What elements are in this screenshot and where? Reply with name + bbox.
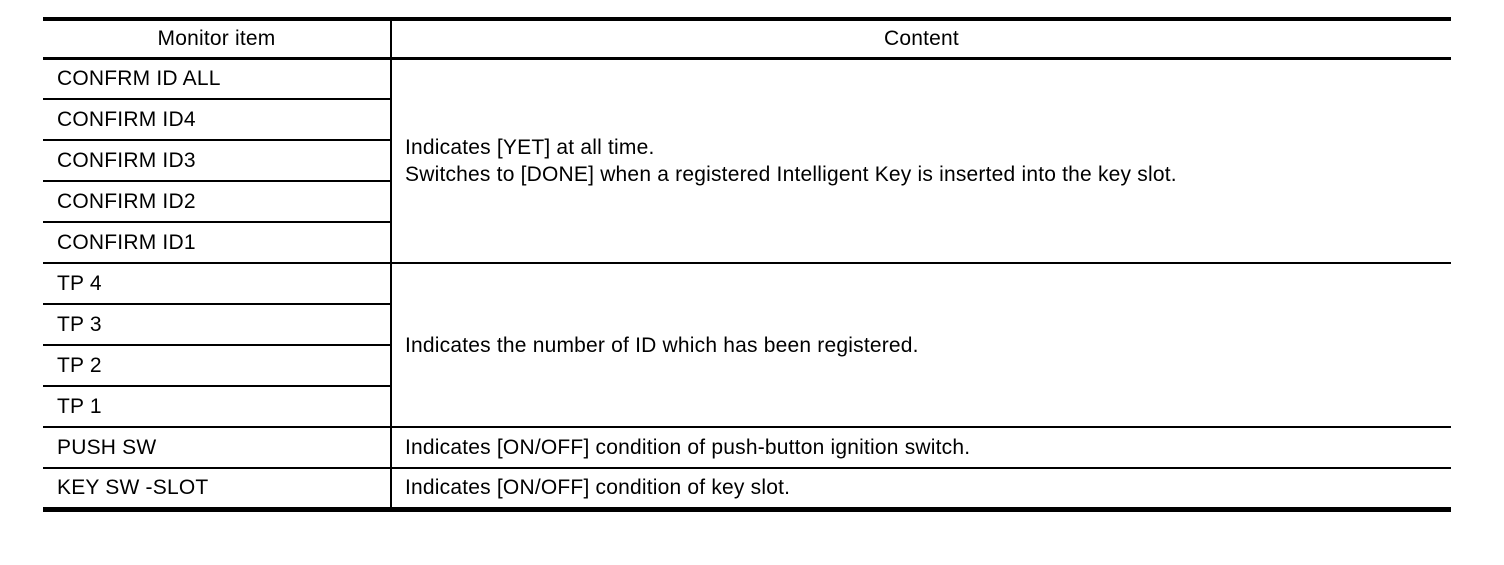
monitor-item-tp1: TP 1	[43, 386, 392, 428]
column-header-monitor-item: Monitor item	[43, 19, 392, 60]
monitor-item-key-sw-slot: KEY SW -SLOT	[43, 468, 392, 510]
content-line: Indicates [ON/OFF] condition of push-but…	[405, 436, 971, 459]
content-cell-key-sw-slot: Indicates [ON/OFF] condition of key slot…	[391, 468, 1451, 510]
header-row: Monitor item Content	[43, 19, 1451, 60]
monitor-item-tp2: TP 2	[43, 345, 392, 387]
table-row: CONFIRM ID4	[43, 99, 1451, 141]
monitor-item-tp4: TP 4	[43, 263, 392, 305]
table-row: TP 2	[43, 345, 1451, 387]
monitor-item-confrm-id-all: CONFRM ID ALL	[43, 58, 392, 100]
table-row: TP 4 Indicates the number of ID which ha…	[43, 263, 1451, 428]
table-row: CONFIRM ID2	[43, 181, 1451, 223]
content-cell-tp-group: Indicates the number of ID which has bee…	[391, 263, 1451, 428]
table-row: TP 1	[43, 386, 1451, 428]
content-cell-confirm-group: Indicates [YET] at all time. Switches to…	[391, 58, 1451, 264]
monitor-item-confirm-id2: CONFIRM ID2	[43, 181, 392, 223]
monitor-item-confirm-id3: CONFIRM ID3	[43, 140, 392, 182]
table-row: CONFRM ID ALL Indicates [YET] at all tim…	[43, 58, 1451, 264]
content-line: Indicates [ON/OFF] condition of key slot…	[405, 476, 791, 500]
monitor-item-table: Monitor item Content CONFRM ID ALL Indic…	[43, 17, 1451, 512]
table-row: TP 3	[43, 304, 1451, 346]
table-row: CONFIRM ID1	[43, 222, 1451, 264]
monitor-item-tp3: TP 3	[43, 304, 392, 346]
column-header-content: Content	[391, 19, 1451, 60]
monitor-item-confirm-id1: CONFIRM ID1	[43, 222, 392, 264]
monitor-item-push-sw: PUSH SW	[43, 427, 392, 469]
table-row: PUSH SW Indicates [ON/OFF] condition of …	[43, 427, 1451, 469]
content-line: Switches to [DONE] when a registered Int…	[405, 162, 1177, 186]
monitor-item-confirm-id4: CONFIRM ID4	[43, 99, 392, 141]
table-row: CONFIRM ID3	[43, 140, 1451, 182]
content-line: Indicates the number of ID which has bee…	[405, 333, 919, 357]
content-cell-push-sw: Indicates [ON/OFF] condition of push-but…	[391, 427, 1451, 469]
content-line: Indicates [YET] at all time.	[405, 135, 655, 159]
table-row: KEY SW -SLOT Indicates [ON/OFF] conditio…	[43, 468, 1451, 510]
